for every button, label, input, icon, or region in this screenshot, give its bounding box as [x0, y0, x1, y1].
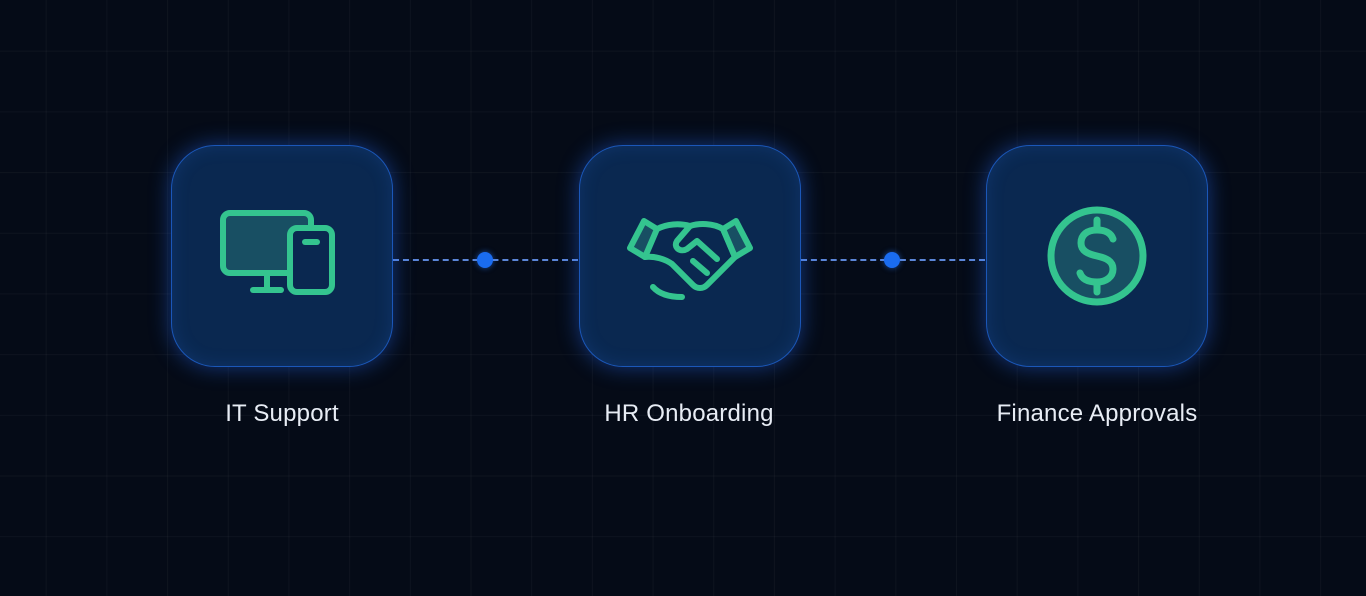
node-label-it-support: IT Support — [225, 400, 339, 427]
node-label-finance-approvals: Finance Approvals — [996, 400, 1198, 427]
connector-dot-hr-to-finance — [884, 252, 900, 268]
node-hr-onboarding[interactable] — [579, 145, 801, 367]
node-label-hr-onboarding: HR Onboarding — [604, 400, 774, 427]
handshake-icon — [627, 193, 753, 319]
node-it-support[interactable] — [171, 145, 393, 367]
node-finance-approvals[interactable] — [986, 145, 1208, 367]
dollar-coin-icon — [1034, 193, 1160, 319]
connector-dot-it-to-hr — [477, 252, 493, 268]
devices-icon — [219, 193, 345, 319]
